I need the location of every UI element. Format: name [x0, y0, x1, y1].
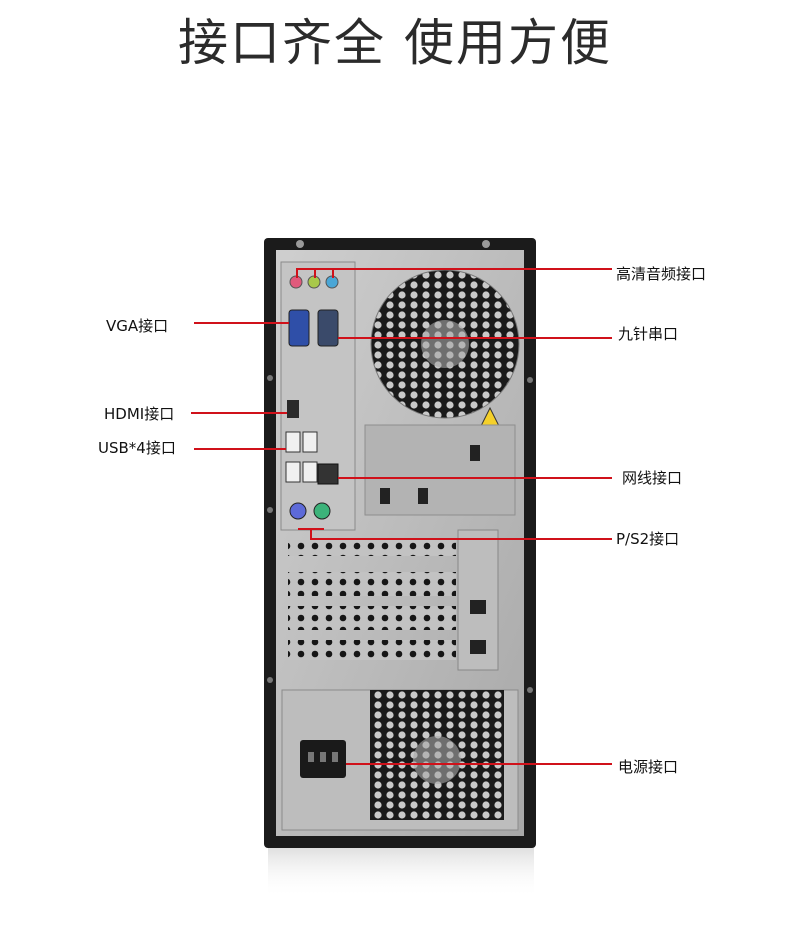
- label-serial: 九针串口: [618, 325, 679, 343]
- label-power: 电源接口: [618, 758, 679, 776]
- usb-port-icon: [285, 461, 301, 483]
- case-reflection: [268, 848, 534, 898]
- ps2-leader-line: [310, 538, 612, 540]
- hdmi-leader-line: [191, 412, 287, 414]
- page-title: 接口齐全 使用方便: [178, 14, 612, 72]
- usb-port-icon: [285, 431, 301, 453]
- hdmi-port-icon: [287, 400, 299, 418]
- ethernet-port-icon: [317, 463, 339, 485]
- serial-port-icon: [317, 309, 339, 347]
- label-hdmi: HDMI接口: [104, 405, 175, 423]
- vga-leader-line: [194, 322, 289, 324]
- usb-port-icon: [302, 461, 318, 483]
- power-leader-line: [346, 763, 612, 765]
- usb-leader-line: [194, 448, 286, 450]
- serial-leader-line: [338, 337, 612, 339]
- ps2-keyboard-port-icon: [289, 502, 307, 520]
- label-usb: USB*4接口: [98, 439, 176, 457]
- network-leader-line: [338, 477, 612, 479]
- ps2-mouse-port-icon: [313, 502, 331, 520]
- label-vga: VGA接口: [106, 317, 169, 335]
- vga-port-icon: [288, 309, 310, 347]
- usb-port-icon: [302, 431, 318, 453]
- audio-leader-line: [296, 268, 612, 270]
- label-ps2: P/S2接口: [616, 530, 680, 548]
- label-network: 网线接口: [622, 469, 683, 487]
- label-audio: 高清音频接口: [616, 265, 707, 283]
- io-shield: [280, 261, 356, 531]
